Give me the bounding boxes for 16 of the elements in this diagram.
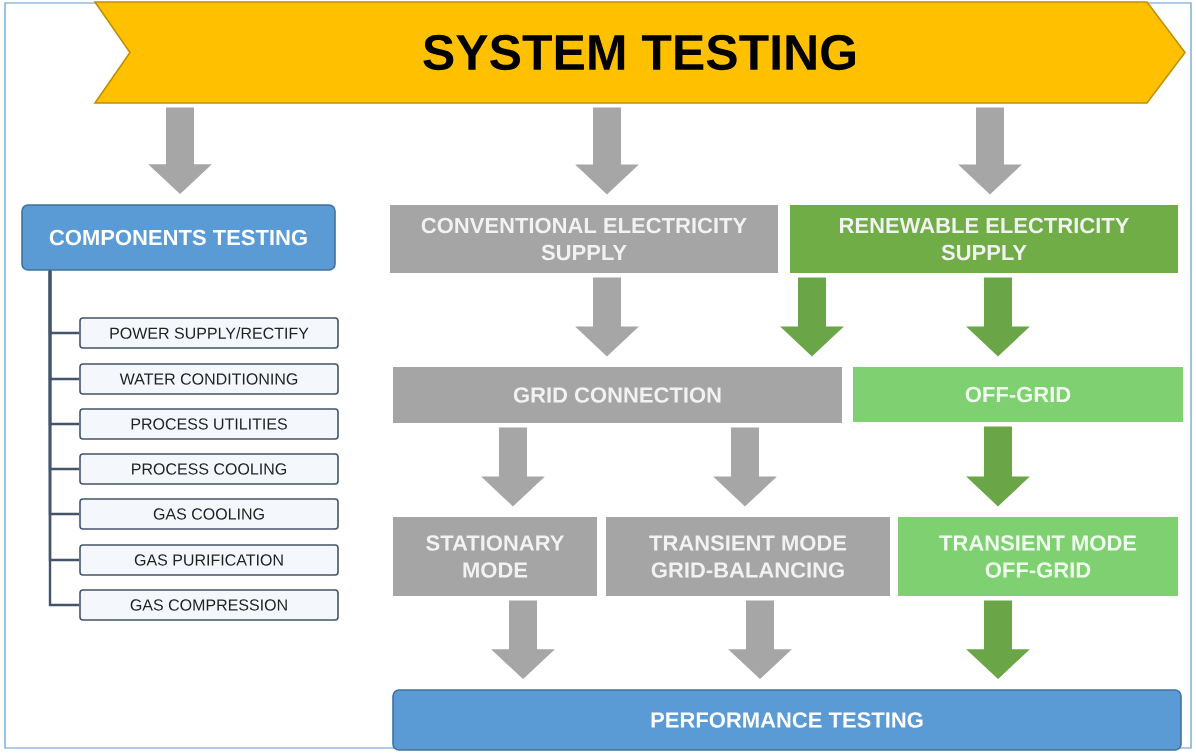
supply-box: CONVENTIONAL ELECTRICITY SUPPLY	[390, 205, 778, 273]
mode-box: TRANSIENT MODE GRID-BALANCING	[606, 517, 890, 596]
component-box: GAS PURIFICATION	[79, 544, 339, 576]
mode-box: OFF-GRID	[853, 367, 1183, 422]
component-box: PROCESS UTILITIES	[79, 408, 339, 440]
mode-box: TRANSIENT MODE OFF-GRID	[898, 517, 1178, 596]
component-box: POWER SUPPLY/RECTIFY	[79, 317, 339, 349]
result-box: PERFORMANCE TESTING	[392, 689, 1182, 751]
category-box: COMPONENTS TESTING	[21, 204, 336, 271]
component-box: WATER CONDITIONING	[79, 363, 339, 395]
component-box: GAS COOLING	[79, 498, 339, 530]
supply-box: RENEWABLE ELECTRICITY SUPPLY	[790, 205, 1178, 273]
mode-box: STATIONARY MODE	[393, 517, 597, 596]
component-box: PROCESS COOLING	[79, 453, 339, 485]
mode-box: GRID CONNECTION	[393, 367, 842, 423]
component-box: GAS COMPRESSION	[79, 589, 339, 621]
